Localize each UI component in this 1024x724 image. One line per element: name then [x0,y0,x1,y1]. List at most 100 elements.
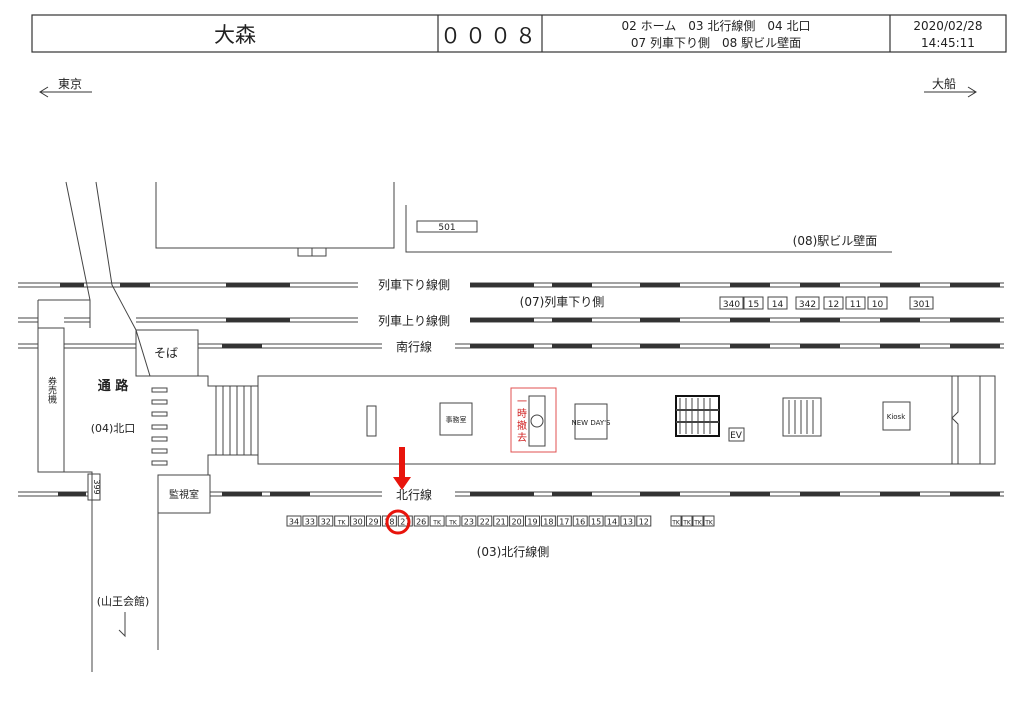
track-hatch [800,283,840,287]
track-hatch [470,318,534,322]
track-0 [18,282,1004,288]
ad-slot-label: TK [704,520,714,527]
ad-slot[interactable]: TK [703,515,715,527]
escalator [676,398,814,434]
area-building-wall: (08)駅ビル壁面 [793,233,878,248]
track-hatch [60,283,84,287]
track-hatch [640,318,680,322]
ad-slot[interactable]: TK [445,515,461,527]
ad-slot[interactable]: 29 [366,515,381,527]
areas-line-1: 02 ホーム 03 北行線側 04 北口 [622,18,811,33]
ad-slot[interactable]: 15 [588,515,604,527]
ad-slot-label: 29 [368,518,378,527]
ad-slot[interactable]: 26 [413,515,429,527]
ad-slot[interactable]: TK [681,515,693,527]
track-hatch [640,283,680,287]
ad-slot-label: TK [682,520,692,527]
ad-slot-label: 11 [850,300,861,310]
platform [257,375,996,465]
ad-slot[interactable]: 12 [823,296,844,310]
ad-slot-label: 10 [872,300,884,310]
ad-slot-label: 30 [353,518,363,527]
ad-slot[interactable]: 15 [743,296,764,310]
ad-slot[interactable]: 30 [350,515,366,527]
sanno-arrow [118,612,126,638]
direction-left-arrow [39,86,92,98]
track-hatch [730,344,770,348]
gate-row [151,387,168,466]
ad-slot[interactable]: 33 [302,515,318,527]
ad-slot[interactable]: 16 [572,515,588,527]
ad-slot-label: 13 [623,518,633,527]
office: 事務室 [446,415,467,424]
ad-slot-label: 342 [799,300,816,310]
ads-top-row: 340 15 14 342 12 11 10 301 [719,296,934,310]
ad-slot-label: 23 [464,518,474,527]
ad-slot[interactable]: 18 [540,515,556,527]
ad-slot[interactable]: 34 [286,515,302,527]
ad-slot-label: 21 [496,518,506,527]
ad-slot-label: 16 [575,518,585,527]
track-hatch [470,492,534,496]
track-hatch [800,492,840,496]
ad-slot[interactable]: 23 [461,515,477,527]
ad-slot[interactable]: TK [692,515,704,527]
ad-slot[interactable]: 21 [493,515,509,527]
clock-icon [530,414,544,428]
ad-slot[interactable]: 17 [556,515,572,527]
track-hatch [880,492,920,496]
track-hatch [800,318,840,322]
track-label-south: 南行線 [396,339,432,354]
ad-slot-label: 32 [321,518,331,527]
ad-slot[interactable]: TK [429,515,445,527]
ad-slot[interactable]: 27 [397,515,413,527]
tracks [18,282,1004,497]
direction-left: 東京 [58,77,82,91]
ad-slot[interactable]: 20 [509,515,525,527]
ad-slot[interactable]: 22 [477,515,493,527]
track-hatch [730,283,770,287]
ad-slot-label: 34 [289,518,299,527]
stairs-north [222,386,252,455]
ad-slot[interactable]: TK [334,515,350,527]
area-sanno: (山王会館) [97,594,150,608]
ad-slot-label: 17 [559,518,569,527]
ad-slot[interactable]: 14 [604,515,620,527]
track-hatch [222,492,262,496]
track-hatch [730,318,770,322]
ad-slot-label: 18 [543,518,553,527]
ad-slot-label: 19 [527,518,537,527]
track-hatch [950,318,1000,322]
ad-slot-label: 14 [607,518,617,527]
code-399: 399 [92,479,101,494]
track-hatch [950,344,1000,348]
track-hatch [640,492,680,496]
ad-slot[interactable]: 14 [767,296,788,310]
track-hatch [58,492,86,496]
time: 14:45:11 [921,36,975,50]
highlight-circle [385,509,411,535]
ad-slot-label: TK [693,520,703,527]
ad-slot[interactable]: TK [670,515,682,527]
track-hatch [880,344,920,348]
ad-slot-label: 301 [913,300,930,310]
track-label-down: 列車下り線側 [378,277,450,292]
ad-slot[interactable]: 13 [620,515,636,527]
ad-slot[interactable]: 19 [525,515,540,527]
ad-slot[interactable]: 342 [795,296,820,310]
ad-slot[interactable]: 340 [719,296,744,310]
ad-slot-label: 15 [748,300,759,310]
track-hatch [880,318,920,322]
area-down-side: (07)列車下り側 [520,295,605,309]
ad-slot[interactable]: 10 [867,296,888,310]
temp-removed-label: 一時撤去 [515,396,527,444]
ad-slot[interactable]: 301 [909,296,934,310]
track-1 [18,317,1004,323]
area-north-exit: (04)北口 [91,422,136,435]
ad-slot[interactable]: 12 [636,515,652,527]
ad-slot[interactable]: 32 [318,515,334,527]
ad-slot[interactable]: 11 [845,296,866,310]
ad-slot-label: 22 [480,518,490,527]
elevator: EV [730,431,743,441]
